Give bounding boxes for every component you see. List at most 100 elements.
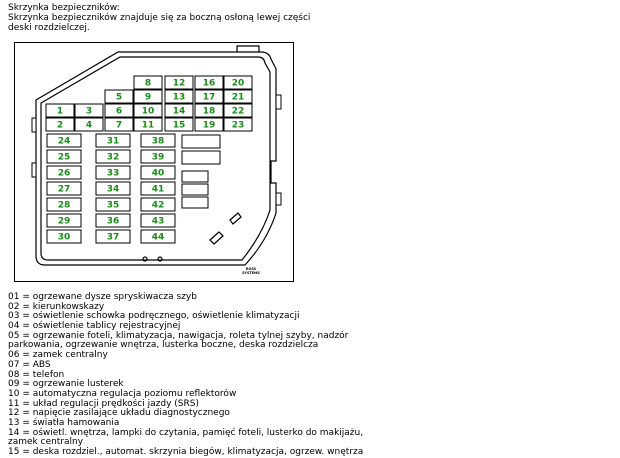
fuse-36: 36	[95, 213, 131, 228]
fuse-label: 6	[116, 107, 122, 117]
fuse-label: 4	[86, 121, 92, 131]
legend-line: parkowania, ogrzewanie wnętrza, lusterka…	[8, 340, 319, 351]
legend-line: 01 = ogrzewane dysze spryskiwacza szyb	[8, 292, 197, 302]
fuse-label: 10	[142, 107, 155, 117]
fuse-top-19: 19	[194, 117, 224, 132]
header-line-2: deski rozdzielczej.	[8, 23, 90, 33]
fuse-slot	[194, 75, 224, 90]
fuse-label: 12	[173, 79, 186, 89]
fuse-label: 24	[58, 137, 71, 147]
fuse-slot	[95, 229, 131, 244]
fuse-39: 39	[140, 149, 176, 164]
legend-line: 10 = automatyczna regulacja poziomu refl…	[8, 388, 237, 399]
page-header: Skrzynka bezpieczników: Skrzynka bezpiec…	[8, 3, 608, 33]
fuse-slot	[46, 165, 82, 180]
fuse-top-12: 12	[164, 75, 194, 90]
fuse-slot	[74, 103, 104, 118]
fuse-label: 36	[107, 217, 120, 227]
fuse-31: 31	[95, 133, 131, 148]
left-clip-upper	[31, 117, 37, 133]
fuse-slot	[164, 89, 194, 104]
fuse-label: 11	[142, 121, 155, 131]
fuse-label: 7	[116, 121, 122, 131]
fuse-slot	[45, 117, 75, 132]
fuse-slot	[223, 75, 253, 90]
fuse-slot	[104, 89, 134, 104]
fuse-29: 29	[46, 213, 82, 228]
fuse-label: 18	[203, 107, 216, 117]
fuse-label: 41	[152, 185, 165, 195]
fuse-top-3: 3	[74, 103, 104, 118]
fuse-slot	[95, 149, 131, 164]
fuse-top-14: 14	[164, 103, 194, 118]
legend-line: 15 = deska rozdziel., automat. skrzynia …	[8, 447, 364, 457]
fuse-slot	[164, 103, 194, 118]
fuse-slot	[95, 213, 131, 228]
fuse-top-18: 18	[194, 103, 224, 118]
empty-socket-2	[181, 150, 221, 165]
fuse-label: 2	[57, 121, 63, 131]
fuse-28: 28	[46, 197, 82, 212]
fuse-top-20: 20	[223, 75, 253, 90]
fuse-slot	[46, 197, 82, 212]
fuse-top-13: 13	[164, 89, 194, 104]
legend-line: 03 = oświetlenie schowka podręcznego, oś…	[8, 311, 300, 322]
fuse-label: 21	[232, 93, 245, 103]
screw-hole-right	[157, 256, 163, 262]
legend-line: 06 = zamek centralny	[8, 350, 108, 361]
left-clip-lower	[31, 162, 37, 178]
fuse-slot	[223, 89, 253, 104]
fuse-label: 31	[107, 137, 120, 147]
fuse-top-11: 11	[133, 117, 163, 132]
fuse-25: 25	[46, 149, 82, 164]
fuse-top-5: 5	[104, 89, 134, 104]
fuse-slot	[46, 181, 82, 196]
fuse-27: 27	[46, 181, 82, 196]
legend-line: 04 = oświetlenie tablicy rejestracyjnej	[8, 321, 181, 332]
fuse-top-10: 10	[133, 103, 163, 118]
fuse-slot	[133, 117, 163, 132]
fuse-33: 33	[95, 165, 131, 180]
fuse-slot	[223, 103, 253, 118]
fuse-label: 13	[173, 93, 186, 103]
legend-line: zamek centralny	[8, 437, 84, 448]
legend-line: 08 = telefon	[8, 369, 65, 380]
top-mounting-tab	[236, 45, 260, 52]
fuse-42: 42	[140, 197, 176, 212]
empty-socket-1	[181, 134, 221, 149]
fuse-slot	[74, 117, 104, 132]
fuse-label: 28	[58, 201, 71, 211]
fuse-slot	[95, 133, 131, 148]
empty-socket-3	[181, 170, 209, 183]
fuse-top-16: 16	[194, 75, 224, 90]
fuse-slot	[46, 133, 82, 148]
fuse-top-23: 23	[223, 117, 253, 132]
fuse-label: 14	[173, 107, 186, 117]
right-clip-upper	[275, 94, 282, 110]
fuse-slot	[95, 165, 131, 180]
header-line-1: Skrzynka bezpieczników znajduje się za b…	[8, 13, 311, 23]
fuse-slot	[140, 133, 176, 148]
fuse-label: 22	[232, 107, 245, 117]
empty-socket-4	[181, 183, 209, 196]
fuse-top-8: 8	[133, 75, 163, 90]
fuse-slot	[133, 89, 163, 104]
legend-line: 14 = oświetl. wnętrza, lampki do czytani…	[8, 427, 364, 438]
fuse-24: 24	[46, 133, 82, 148]
fuse-top-2: 2	[45, 117, 75, 132]
empty-socket-5	[181, 196, 209, 209]
fuse-slot	[46, 229, 82, 244]
housing-outline	[35, 51, 277, 266]
fuse-top-22: 22	[223, 103, 253, 118]
header-title: Skrzynka bezpieczników:	[8, 3, 120, 13]
fuse-label: 40	[152, 169, 165, 179]
fuse-32: 32	[95, 149, 131, 164]
fuse-top-17: 17	[194, 89, 224, 104]
fuse-label: 30	[58, 233, 71, 243]
fuse-slot	[45, 103, 75, 118]
fuse-slot	[140, 149, 176, 164]
legend-line: 11 = układ regulacji prędkości jazdy (SR…	[8, 398, 199, 409]
fuse-slot	[133, 75, 163, 90]
